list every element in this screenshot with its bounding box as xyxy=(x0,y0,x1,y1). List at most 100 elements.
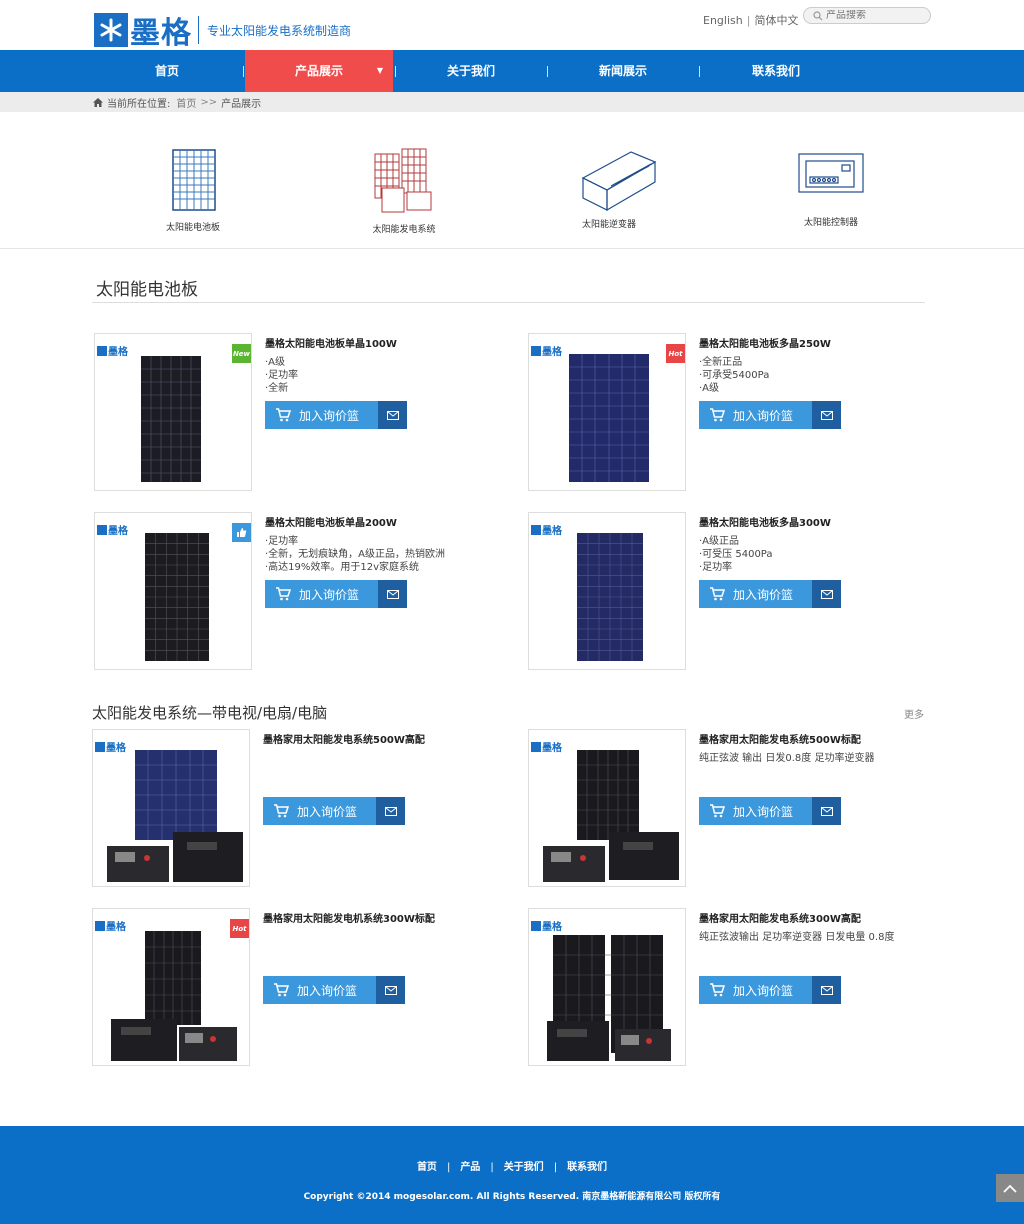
hot-badge: Hot xyxy=(230,919,249,938)
site-logo[interactable]: 墨格 专业太阳能发电系统制造商 xyxy=(94,8,351,52)
product-feature: ·可受压 5400Pa xyxy=(699,549,773,560)
mail-button[interactable] xyxy=(812,797,841,825)
nav-item-news[interactable]: 新闻展示 xyxy=(549,50,697,92)
cart-icon xyxy=(710,408,725,422)
breadcrumb: 当前所在位置: 首页 >> 产品展示 xyxy=(0,92,1024,112)
add-to-inquiry-button[interactable]: 加入询价篮 xyxy=(265,401,378,429)
lang-chinese-link[interactable]: 简体中文 xyxy=(754,14,799,27)
footer-link-about[interactable]: 关于我们 xyxy=(503,1162,544,1173)
add-to-inquiry-button[interactable]: 加入询价篮 xyxy=(699,797,812,825)
product-feature: ·全新 xyxy=(265,383,289,394)
product-image[interactable]: 墨格 xyxy=(528,908,686,1066)
site-slogan: 专业太阳能发电系统制造商 xyxy=(207,23,352,38)
mono-panel-image xyxy=(145,533,209,661)
mail-button[interactable] xyxy=(378,401,407,429)
footer-divider: | xyxy=(553,1162,558,1173)
mail-icon xyxy=(820,589,833,599)
nav-item-home[interactable]: 首页 xyxy=(92,50,242,92)
product-title[interactable]: 墨格太阳能电池板多晶300W xyxy=(699,518,831,529)
image-brand-watermark: 墨格 xyxy=(531,343,562,358)
product-title[interactable]: 墨格太阳能电池板单晶100W xyxy=(265,339,397,350)
breadcrumb-home-link[interactable]: 首页 xyxy=(176,98,197,110)
solar-system-icon xyxy=(374,148,432,213)
footer-link-home[interactable]: 首页 xyxy=(416,1162,437,1173)
logo-mark-icon xyxy=(97,524,107,535)
nav-item-contact[interactable]: 联系我们 xyxy=(701,50,851,92)
nav-item-products[interactable]: 产品展示▼ xyxy=(245,50,393,92)
product-features: ·A级正品 ·可受压 5400Pa ·足功率 xyxy=(699,535,773,574)
poly-panel-image xyxy=(577,533,643,661)
breadcrumb-arrows: >> xyxy=(200,96,218,108)
mail-icon xyxy=(820,806,833,816)
category-controller[interactable]: 太阳能控制器 xyxy=(761,112,901,249)
image-brand-watermark: 墨格 xyxy=(531,739,562,754)
search-icon[interactable] xyxy=(813,11,823,21)
search-input[interactable] xyxy=(826,10,916,21)
image-brand-watermark: 墨格 xyxy=(97,522,128,537)
nav-item-about[interactable]: 关于我们 xyxy=(397,50,545,92)
product-image[interactable]: 墨格 xyxy=(528,729,686,887)
mail-button[interactable] xyxy=(812,976,841,1004)
add-to-inquiry-button[interactable]: 加入询价篮 xyxy=(263,797,376,825)
image-brand-text: 墨格 xyxy=(542,922,562,933)
solar-system-image xyxy=(547,935,671,1061)
footer-divider: | xyxy=(446,1162,451,1173)
product-title[interactable]: 墨格家用太阳能发电系统300W高配 xyxy=(699,914,861,925)
add-to-inquiry-button[interactable]: 加入询价篮 xyxy=(699,401,812,429)
mail-icon xyxy=(820,410,833,420)
mail-button[interactable] xyxy=(378,580,407,608)
more-link[interactable]: 更多 xyxy=(904,710,924,721)
category-inverter[interactable]: 太阳能逆变器 xyxy=(539,112,679,249)
image-brand-text: 墨格 xyxy=(542,347,562,358)
product-title[interactable]: 墨格家用太阳能发电系统500W高配 xyxy=(263,735,425,746)
category-solar-system[interactable]: 太阳能发电系统 xyxy=(334,112,474,249)
lang-divider: | xyxy=(746,13,751,27)
product-features: ·足功率 ·全新，无划痕缺角，A级正品，热销欧洲 ·高达19%效率。用于12v家… xyxy=(265,535,445,574)
lang-english-link[interactable]: English xyxy=(703,13,743,27)
product-title[interactable]: 墨格太阳能电池板单晶200W xyxy=(265,518,397,529)
add-to-inquiry-button[interactable]: 加入询价篮 xyxy=(263,976,376,1004)
add-to-inquiry-button[interactable]: 加入询价篮 xyxy=(699,976,812,1004)
footer-link-contact[interactable]: 联系我们 xyxy=(567,1162,608,1173)
mail-button[interactable] xyxy=(812,401,841,429)
product-features: 纯正弦波输出 足功率逆变器 日发电量 0.8度 xyxy=(699,931,894,944)
logo-brand-name: 墨格 xyxy=(130,16,192,51)
add-to-inquiry-button[interactable]: 加入询价篮 xyxy=(265,580,378,608)
image-brand-watermark: 墨格 xyxy=(531,918,562,933)
product-title[interactable]: 墨格太阳能电池板多晶250W xyxy=(699,339,831,350)
nav-divider xyxy=(547,66,548,77)
category-label: 太阳能电池板 xyxy=(165,223,220,233)
product-image[interactable]: 墨格 Hot xyxy=(92,908,250,1066)
product-image[interactable]: 墨格 xyxy=(92,729,250,887)
logo-mark-icon xyxy=(95,741,105,752)
add-to-inquiry-label: 加入询价篮 xyxy=(297,983,358,998)
logo-mark-icon xyxy=(95,920,105,931)
mail-button[interactable] xyxy=(376,797,405,825)
category-solar-panel[interactable]: 太阳能电池板 xyxy=(123,112,263,249)
solar-system-image xyxy=(107,750,243,882)
footer-link-products[interactable]: 产品 xyxy=(460,1162,481,1173)
product-title[interactable]: 墨格家用太阳能发电系统500W标配 xyxy=(699,735,861,746)
mail-icon xyxy=(384,806,397,816)
site-footer: 首页|产品|关于我们|联系我们 Copyright ©2014 mogesola… xyxy=(0,1126,1024,1224)
product-title[interactable]: 墨格家用太阳能发电机系统300W标配 xyxy=(263,914,435,925)
logo-mark-icon xyxy=(531,920,541,931)
nav-item-label: 新闻展示 xyxy=(598,64,647,78)
search-box[interactable] xyxy=(803,7,931,24)
add-to-inquiry-label: 加入询价篮 xyxy=(299,408,360,423)
product-image[interactable]: 墨格 New xyxy=(94,333,252,491)
product-image[interactable]: 墨格 xyxy=(528,512,686,670)
product-image[interactable]: 墨格 Hot xyxy=(528,333,686,491)
category-label: 太阳能控制器 xyxy=(803,218,858,228)
mail-button[interactable] xyxy=(376,976,405,1004)
category-label: 太阳能发电系统 xyxy=(372,225,436,235)
nav-divider xyxy=(395,66,396,77)
footer-divider: | xyxy=(490,1162,494,1173)
mail-button[interactable] xyxy=(812,580,841,608)
product-feature: ·A级 xyxy=(265,357,286,368)
back-to-top-button[interactable] xyxy=(996,1174,1024,1202)
add-to-inquiry-label: 加入询价篮 xyxy=(299,587,360,602)
product-feature: ·可承受5400Pa xyxy=(699,370,770,381)
product-image[interactable]: 墨格 xyxy=(94,512,252,670)
add-to-inquiry-button[interactable]: 加入询价篮 xyxy=(699,580,812,608)
